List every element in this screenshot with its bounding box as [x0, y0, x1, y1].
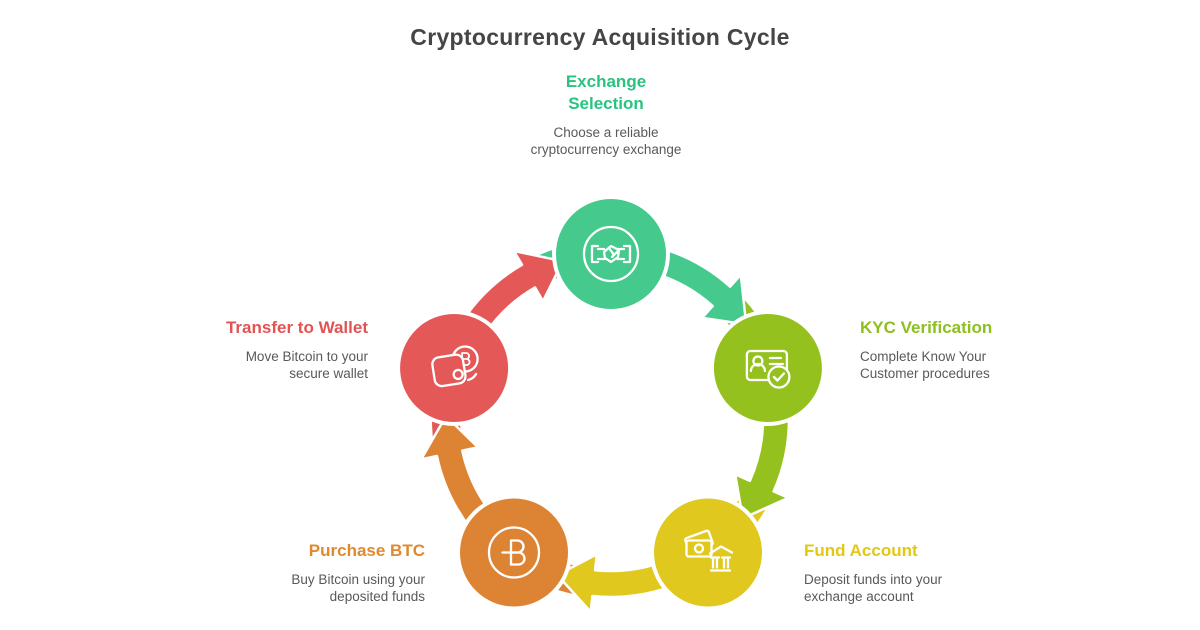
stage-text-transfer-to-wallet: Transfer to Wallet Move Bitcoin to your …: [118, 317, 368, 382]
stage-label-fund-account: Fund Account: [804, 541, 918, 560]
id-card-check-icon: [745, 349, 791, 389]
stage-label-exchange-selection: Exchange Selection: [565, 72, 647, 113]
arrow-kyc-verification-to-fund-account: [733, 411, 791, 520]
stage-label-purchase-btc: Purchase BTC: [308, 541, 425, 560]
stage-label-kyc-verification: KYC Verification: [860, 318, 993, 337]
stage-circle-exchange-selection: [552, 195, 670, 313]
stage-description-kyc-verification: Complete Know Your Customer procedures: [860, 349, 990, 381]
stage-description-exchange-selection: Choose a reliable cryptocurrency exchang…: [530, 125, 682, 157]
bank-deposit-icon: [684, 529, 734, 572]
stage-circle-kyc-verification: [709, 310, 826, 426]
stage-text-fund-account: Fund Account Deposit funds into your exc…: [804, 540, 1034, 605]
stage-text-kyc-verification: KYC Verification Complete Know Your Cust…: [860, 317, 1080, 382]
stage-description-transfer-to-wallet: Move Bitcoin to your secure wallet: [245, 349, 368, 381]
stage-label-transfer-to-wallet: Transfer to Wallet: [225, 318, 368, 337]
stage-description-purchase-btc: Buy Bitcoin using your deposited funds: [291, 572, 425, 604]
wallet-bitcoin-icon: [431, 345, 479, 388]
bitcoin-icon: [487, 526, 541, 579]
stage-text-purchase-btc: Purchase BTC Buy Bitcoin using your depo…: [175, 540, 425, 605]
stage-description-fund-account: Deposit funds into your exchange account: [804, 572, 943, 604]
stage-text-exchange-selection: Exchange Selection Choose a reliable cry…: [456, 71, 756, 158]
handshake-icon: [582, 225, 640, 283]
page-title: Cryptocurrency Acquisition Cycle: [410, 24, 790, 50]
